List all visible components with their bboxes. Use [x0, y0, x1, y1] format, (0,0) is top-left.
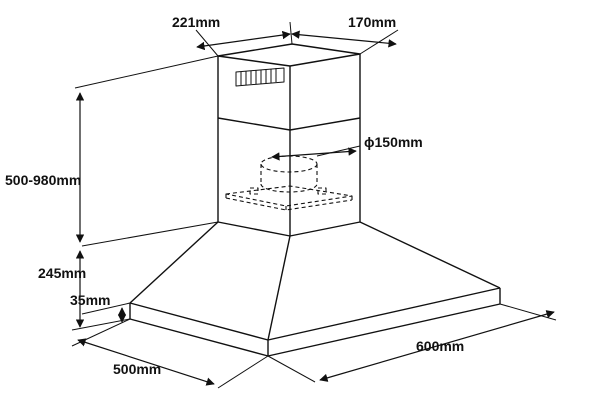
lower-chimney — [217, 117, 361, 237]
chimney-depth-dimension — [196, 30, 291, 51]
canopy-height-label: 245mm — [38, 265, 87, 281]
chimney-width-label: 170mm — [348, 14, 397, 30]
duct-diameter-label: ϕ150mm — [364, 134, 423, 150]
chimney-height-label: 500-980mm — [5, 172, 82, 188]
canopy — [129, 221, 501, 341]
upper-chimney — [217, 43, 361, 130]
chimney-width-dimension — [291, 30, 397, 48]
duct-diameter-value: 150mm — [374, 134, 423, 150]
chimney-depth-label: 221mm — [172, 14, 221, 30]
hood-width-label: 600mm — [416, 338, 465, 354]
hood-width-dimension — [319, 310, 555, 382]
hood-depth-dimension — [77, 338, 215, 386]
duct-collar — [225, 155, 353, 211]
vent-grille — [235, 67, 285, 87]
hood-depth-label: 500mm — [113, 361, 162, 377]
rim-height-label: 35mm — [70, 292, 111, 308]
diameter-symbol-icon: ϕ — [364, 134, 375, 150]
duct-diameter-dimension — [271, 147, 357, 161]
